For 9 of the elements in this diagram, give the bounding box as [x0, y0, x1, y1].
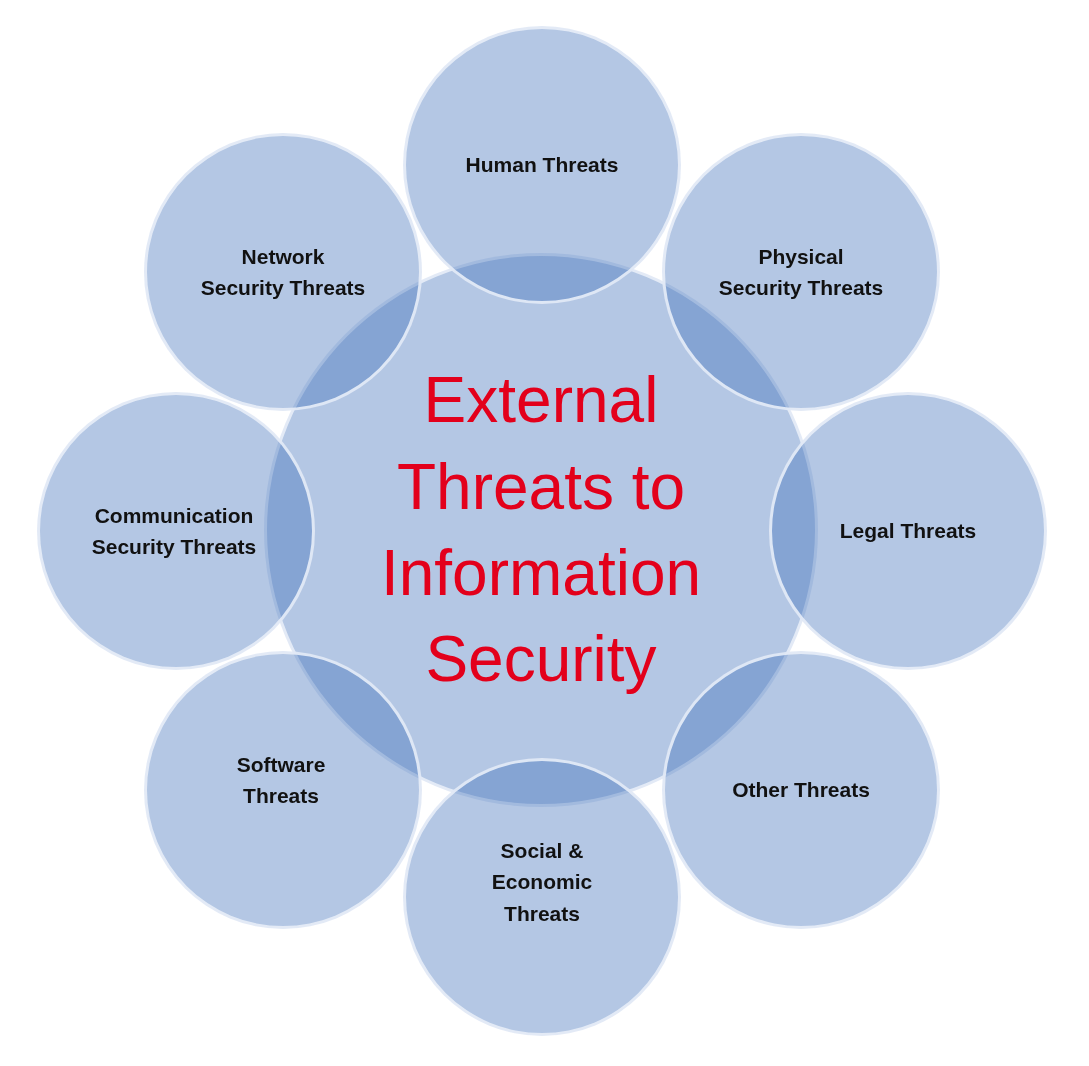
node-label: Social & Economic Threats — [490, 837, 594, 927]
node-label: Other Threats — [731, 777, 871, 804]
node-label: Communication Security Threats — [90, 502, 258, 560]
center-label: External Threats to Information Security — [379, 363, 703, 698]
node-label: Physical Security Threats — [717, 243, 885, 301]
node-label: Network Security Threats — [199, 243, 367, 301]
node-label: Software Threats — [235, 751, 327, 809]
node-label: Legal Threats — [838, 518, 978, 545]
node-label: Human Threats — [464, 152, 620, 179]
